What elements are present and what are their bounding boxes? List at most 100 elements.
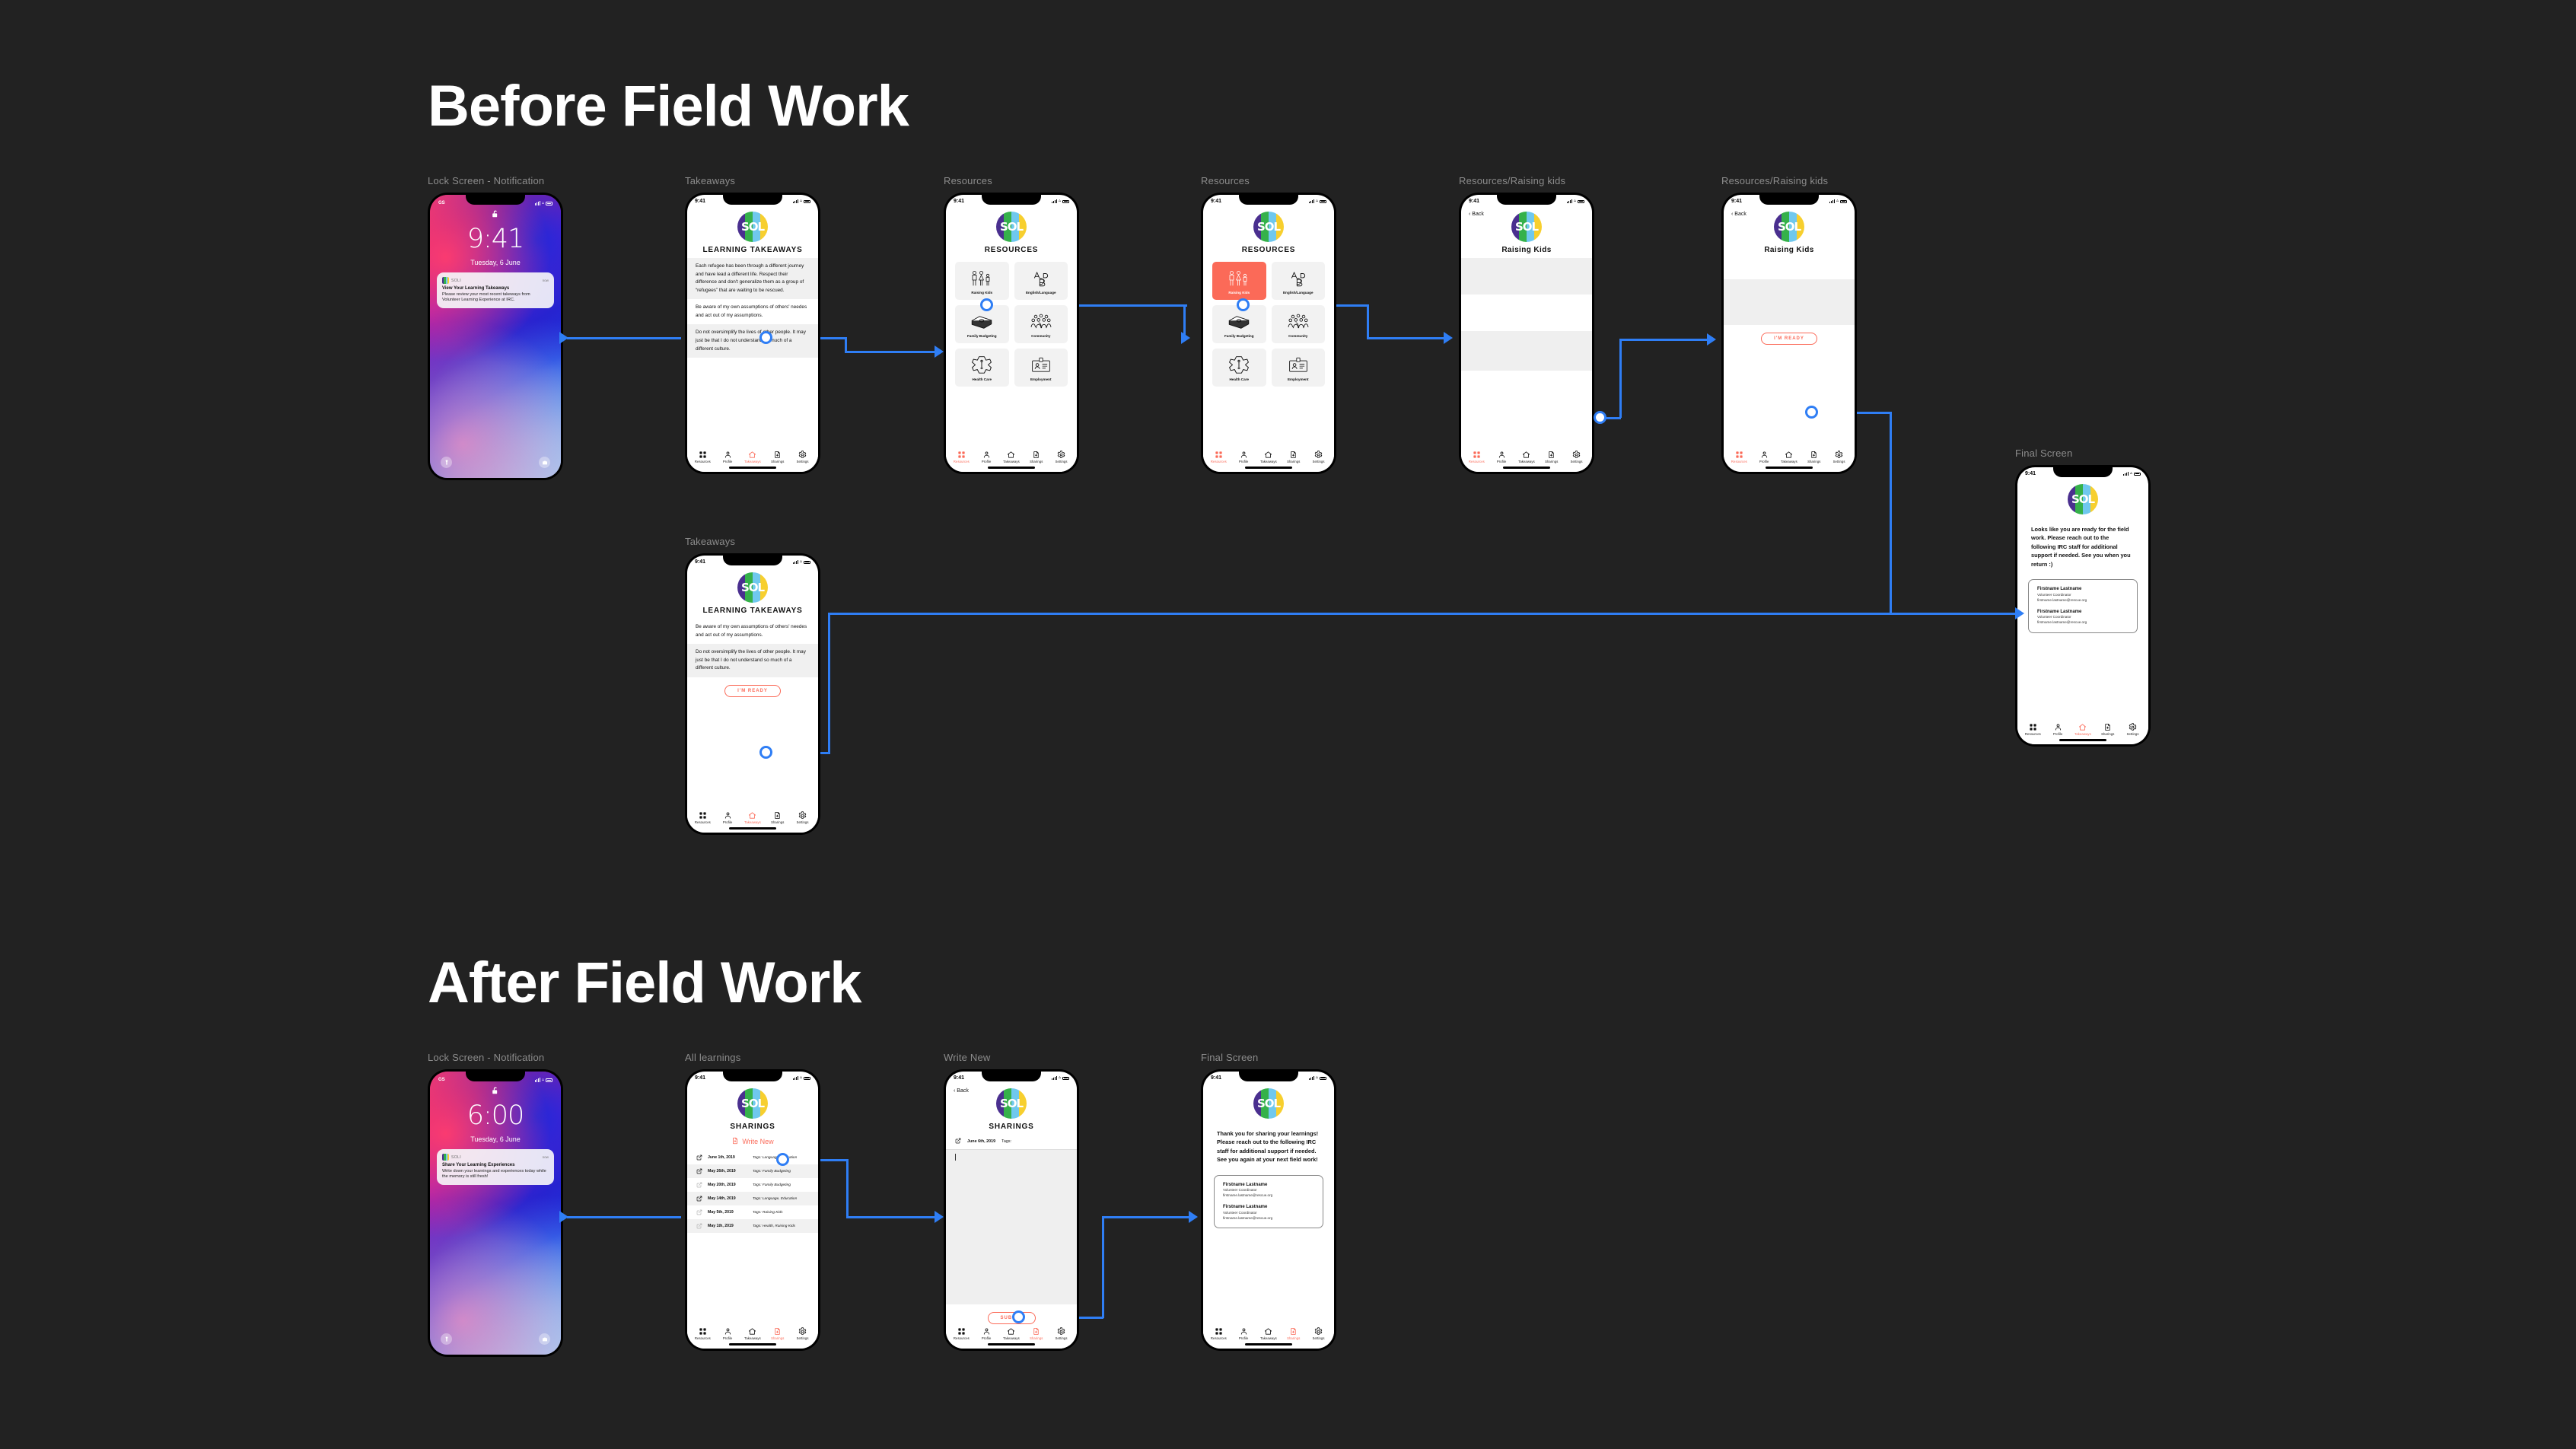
tab-settings[interactable]: Settings bbox=[2122, 722, 2145, 736]
camera-icon[interactable] bbox=[539, 457, 550, 468]
tab-takeaways[interactable]: Takeaways bbox=[741, 451, 764, 463]
tab-takeaways[interactable]: Takeaways bbox=[1000, 1327, 1023, 1340]
tab-resources[interactable]: Resources bbox=[950, 451, 973, 463]
tab-settings[interactable]: Settings bbox=[791, 810, 814, 824]
back-button[interactable]: ‹ Back bbox=[1469, 212, 1484, 217]
tab-sharings[interactable]: Sharings bbox=[1025, 451, 1048, 463]
contact-email[interactable]: firstname.lastname@rescue.org bbox=[2037, 597, 2087, 602]
tab-takeaways[interactable]: Takeaways bbox=[2071, 723, 2094, 736]
flashlight-icon[interactable] bbox=[441, 1333, 452, 1345]
tab-profile[interactable]: Profile bbox=[1753, 451, 1775, 463]
tab-resources[interactable]: Resources bbox=[1727, 451, 1750, 463]
write-new-button[interactable]: Write New bbox=[687, 1137, 818, 1146]
tab-resources[interactable]: Resources bbox=[691, 451, 714, 463]
signal-icon bbox=[1566, 199, 1572, 203]
tab-sharings[interactable]: Sharings bbox=[1282, 451, 1305, 463]
tab-resources[interactable]: Resources bbox=[2021, 723, 2044, 736]
tab-settings[interactable]: Settings bbox=[1565, 450, 1588, 463]
submit-button[interactable]: SUBMIT bbox=[987, 1311, 1036, 1324]
external-link-icon bbox=[696, 1154, 702, 1161]
tab-resources[interactable]: Resources bbox=[1207, 451, 1230, 463]
tab-settings[interactable]: Settings bbox=[1050, 450, 1073, 463]
abc-icon bbox=[1288, 268, 1308, 289]
tab-sharings[interactable]: Sharings bbox=[1540, 451, 1563, 463]
tab-sharings[interactable]: Sharings bbox=[2097, 723, 2119, 736]
tab-profile[interactable]: Profile bbox=[716, 1327, 739, 1340]
tab-settings[interactable]: Settings bbox=[791, 1326, 814, 1340]
tab-takeaways[interactable]: Takeaways bbox=[1778, 451, 1801, 463]
resource-card-family-budgeting[interactable]: Family Budgeting bbox=[955, 305, 1009, 343]
tab-settings[interactable]: Settings bbox=[1050, 1326, 1073, 1340]
tab-settings[interactable]: Settings bbox=[1307, 450, 1330, 463]
tab-takeaways[interactable]: Takeaways bbox=[1000, 451, 1023, 463]
tab-profile[interactable]: Profile bbox=[1232, 451, 1255, 463]
flashlight-icon[interactable] bbox=[441, 457, 452, 468]
back-button[interactable]: ‹ Back bbox=[954, 1088, 969, 1094]
tab-profile[interactable]: Profile bbox=[975, 451, 998, 463]
tab-sharings[interactable]: Sharings bbox=[766, 811, 789, 824]
tab-resources[interactable]: Resources bbox=[691, 811, 714, 824]
resource-card-employment[interactable]: Employment bbox=[1014, 349, 1068, 387]
tab-settings[interactable]: Settings bbox=[1828, 450, 1851, 463]
resource-card-family-budgeting[interactable]: Family Budgeting bbox=[1212, 305, 1266, 343]
contact-email[interactable]: firstname.lastname@rescue.org bbox=[2037, 620, 2087, 625]
resource-card-english-language[interactable]: English/Language bbox=[1271, 262, 1325, 300]
im-ready-button[interactable]: I'M READY bbox=[1761, 333, 1817, 345]
tab-sharings[interactable]: Sharings bbox=[1025, 1327, 1048, 1340]
tab-resources[interactable]: Resources bbox=[691, 1327, 714, 1340]
resource-card-health-care[interactable]: Health Care bbox=[955, 349, 1009, 387]
contact-email[interactable]: firstname.lastname@rescue.org bbox=[1223, 1215, 1273, 1220]
tab-sharings[interactable]: Sharings bbox=[766, 1327, 789, 1340]
tab-profile[interactable]: Profile bbox=[1232, 1327, 1255, 1340]
lock-date: Tuesday, 6 June bbox=[470, 259, 521, 266]
tab-profile[interactable]: Profile bbox=[716, 451, 739, 463]
resource-card-community[interactable]: Community bbox=[1014, 305, 1068, 343]
tab-label: Resources bbox=[694, 460, 711, 463]
entry-textarea[interactable] bbox=[946, 1150, 1077, 1304]
resource-card-raising-kids[interactable]: Raising Kids bbox=[955, 262, 1009, 300]
back-button[interactable]: ‹ Back bbox=[1731, 212, 1747, 217]
tab-resources[interactable]: Resources bbox=[1465, 451, 1488, 463]
tab-sharings[interactable]: Sharings bbox=[1282, 1327, 1305, 1340]
tab-sharings[interactable]: Sharings bbox=[1803, 451, 1826, 463]
tab-profile[interactable]: Profile bbox=[2046, 723, 2069, 736]
resource-card-english-language[interactable]: English/Language bbox=[1014, 262, 1068, 300]
camera-icon[interactable] bbox=[539, 1333, 550, 1345]
resource-card-employment[interactable]: Employment bbox=[1271, 349, 1325, 387]
im-ready-button[interactable]: I'M READY bbox=[724, 684, 781, 697]
tab-profile[interactable]: Profile bbox=[1490, 451, 1513, 463]
resource-card-community[interactable]: Community bbox=[1271, 305, 1325, 343]
tab-profile[interactable]: Profile bbox=[716, 811, 739, 824]
sharing-tags: Tags: Raising Kids bbox=[753, 1210, 783, 1215]
file-plus-icon bbox=[773, 1327, 782, 1336]
tab-profile[interactable]: Profile bbox=[975, 1327, 998, 1340]
tab-takeaways[interactable]: Takeaways bbox=[1257, 1327, 1280, 1340]
tab-takeaways[interactable]: Takeaways bbox=[741, 811, 764, 824]
resource-card-health-care[interactable]: Health Care bbox=[1212, 349, 1266, 387]
tab-sharings[interactable]: Sharings bbox=[766, 451, 789, 463]
tab-resources[interactable]: Resources bbox=[1207, 1327, 1230, 1340]
tab-label: Sharings bbox=[1030, 460, 1043, 463]
home-icon bbox=[1785, 451, 1793, 459]
tab-takeaways[interactable]: Takeaways bbox=[1515, 451, 1538, 463]
tab-takeaways[interactable]: Takeaways bbox=[741, 1327, 764, 1340]
tab-settings[interactable]: Settings bbox=[791, 450, 814, 463]
gear-icon bbox=[1572, 450, 1581, 459]
status-bar: 9:41▵ bbox=[687, 1072, 818, 1084]
tab-resources[interactable]: Resources bbox=[950, 1327, 973, 1340]
contact-email[interactable]: firstname.lastname@rescue.org bbox=[1223, 1193, 1273, 1198]
resource-card-raising-kids[interactable]: Raising Kids bbox=[1212, 262, 1266, 300]
home-icon bbox=[748, 451, 756, 459]
entry-tags-field[interactable]: Tags: bbox=[1001, 1139, 1012, 1144]
tab-settings[interactable]: Settings bbox=[1307, 1326, 1330, 1340]
tab-takeaways[interactable]: Takeaways bbox=[1257, 451, 1280, 463]
